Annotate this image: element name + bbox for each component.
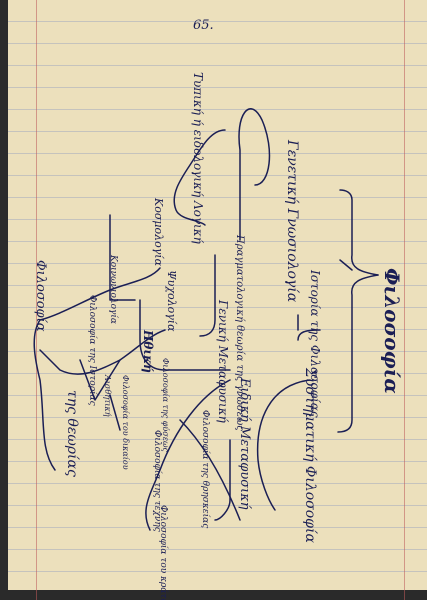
node-sociology: Κοινωνιολογία xyxy=(108,255,118,325)
node-aesthetics: Αισθητική xyxy=(103,375,112,417)
brace-side-up xyxy=(39,267,161,321)
brace-special xyxy=(256,379,311,511)
node-philosophy-side: Φιλοσοφία xyxy=(33,260,48,332)
page-number: 65. xyxy=(193,18,214,33)
node-special-metaphysics: Ειδική Μεταφυσική xyxy=(237,378,252,510)
link-general-cosmology xyxy=(139,299,231,371)
node-philosophy-of-state: Φιλοσοφία του κράτους xyxy=(158,505,168,600)
node-root: Φιλοσοφία xyxy=(380,268,404,394)
node-ethics: Ηθική xyxy=(141,330,155,373)
node-typical-logic: Τυπική ή ειδολογική Λογική xyxy=(191,72,205,244)
link-ethics-law xyxy=(179,419,241,521)
brace-side-left xyxy=(33,319,56,471)
node-philosophy-of-nature: Φιλοσοφία της φύσεως xyxy=(161,358,170,453)
brace-epistemology xyxy=(238,108,271,241)
node-epistemology-root: Γενετική Γνωσιολογία xyxy=(284,140,300,303)
link-sociology xyxy=(109,214,136,301)
node-philosophy-of-law: Φιλοσοφία του δικαίου xyxy=(121,375,130,470)
link-state xyxy=(214,439,231,521)
node-cosmology: Κοσμολογία xyxy=(152,198,165,267)
node-philosophy-of-history: Φιλοσοφία της Ιστορίας xyxy=(87,295,97,406)
links-ethics xyxy=(79,359,121,431)
brace-logic xyxy=(173,129,226,226)
node-of-theory: της θεωρίας xyxy=(64,390,80,477)
link-cosmology-down xyxy=(199,254,216,337)
node-history: Ιστορία της Φιλοσοφίας xyxy=(308,270,322,418)
brace-history-split xyxy=(297,314,321,341)
node-philosophy-of-religion: Φιλοσοφία της θρησκείας xyxy=(200,410,210,529)
margin-line-right xyxy=(404,0,405,600)
brace-root-bottom xyxy=(337,274,379,433)
page-bottom-edge xyxy=(0,590,427,600)
node-general-metaphysics: Γενική Μεταφυσική xyxy=(216,300,230,423)
brace-root-top xyxy=(339,189,379,276)
page-binding-shadow xyxy=(0,0,8,600)
node-psychology: Ψυχολογία xyxy=(165,270,178,332)
margin-line-left xyxy=(36,0,37,600)
link-special-art xyxy=(145,379,231,531)
